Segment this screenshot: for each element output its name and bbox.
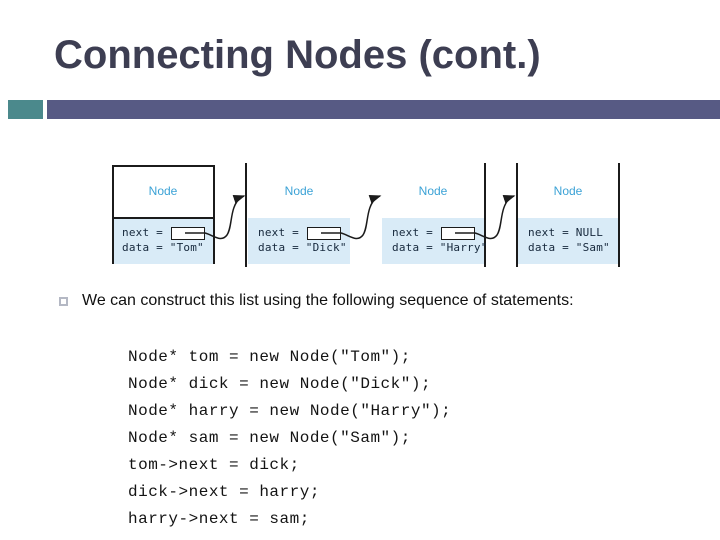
node-border-sam-right	[618, 163, 620, 267]
page-title: Connecting Nodes (cont.)	[54, 33, 541, 77]
linked-list-diagram: Node Node Node Node next = data = "Tom" …	[0, 155, 720, 275]
code-line: Node* tom = new Node("Tom");	[128, 348, 411, 366]
pointer-value-box	[307, 227, 341, 240]
node-border-sam-left	[516, 163, 518, 267]
code-line: Node* harry = new Node("Harry");	[128, 402, 452, 420]
node-type-label: Node	[148, 184, 178, 198]
node-border-dick-left	[245, 163, 247, 267]
node-next-field: next =	[122, 226, 163, 239]
node-fields-background	[518, 218, 618, 264]
bullet-square-icon	[59, 297, 68, 306]
node-type-label: Node	[284, 184, 314, 198]
bullet-text: We can construct this list using the fol…	[82, 292, 574, 309]
pointer-value-box	[441, 227, 475, 240]
node-next-field: next =	[258, 226, 299, 239]
pointer-value-box	[171, 227, 205, 240]
node-type-label: Node	[418, 184, 448, 198]
node-next-field: next = NULL	[528, 226, 604, 239]
node-data-field: data = "Harry"	[392, 241, 488, 254]
node-next-field: next =	[392, 226, 433, 239]
node-data-field: data = "Tom"	[122, 241, 204, 254]
code-block: Node* tom = new Node("Tom"); Node* dick …	[128, 344, 688, 533]
code-line: harry->next = sam;	[128, 510, 310, 528]
code-line: Node* sam = new Node("Sam");	[128, 429, 411, 447]
code-line: dick->next = harry;	[128, 483, 320, 501]
node-data-field: data = "Sam"	[528, 241, 610, 254]
node-data-field: data = "Dick"	[258, 241, 347, 254]
accent-bar-purple	[47, 100, 720, 119]
accent-bar-teal	[8, 100, 43, 119]
code-line: Node* dick = new Node("Dick");	[128, 375, 432, 393]
code-line: tom->next = dick;	[128, 456, 300, 474]
node-type-label: Node	[553, 184, 583, 198]
